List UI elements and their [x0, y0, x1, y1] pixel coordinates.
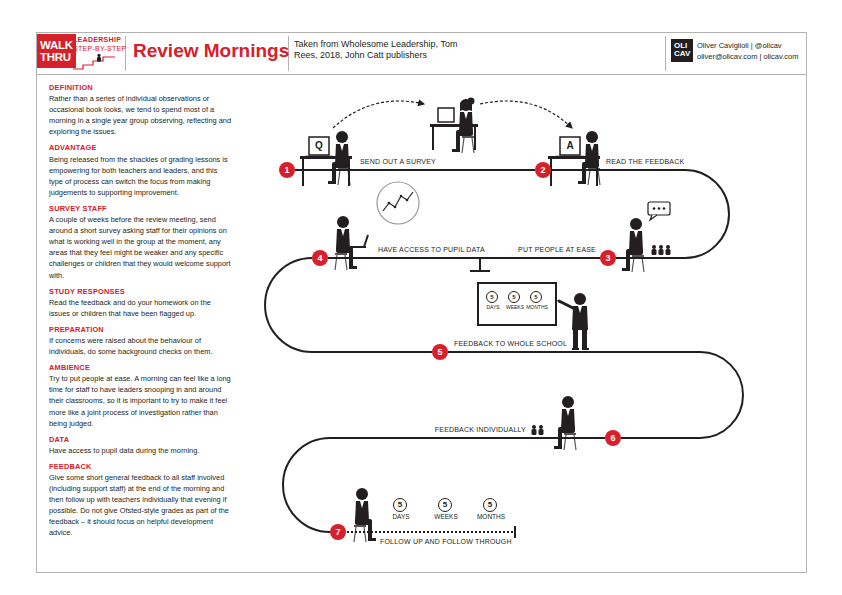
timescale-circle: 5WEEKS: [508, 291, 520, 303]
author-credit: Oliver Caviglioli | @olicav: [697, 42, 782, 50]
section-body: Have access to pupil data during the mor…: [49, 445, 233, 456]
presentation-board: [470, 259, 589, 350]
laptop-letter: A: [566, 141, 573, 151]
step-number: 4: [317, 254, 322, 263]
step-label: FEEDBACK TO WHOLE SCHOOL: [454, 340, 567, 348]
survey-sender-figure: [300, 131, 352, 186]
side-panel: DEFINITIONRather than a series of indivi…: [49, 82, 233, 539]
author-logo-box: OLI CAV: [671, 39, 693, 62]
brand-label: STEP-BY-STEP: [73, 45, 127, 53]
timescale-number: 5: [488, 501, 492, 509]
brand-label: LEADERSHIP: [73, 36, 121, 44]
section-body: Being released from the shackles of grad…: [49, 154, 233, 198]
feedback-reader-figure: [548, 131, 600, 186]
timescale-number: 5: [398, 501, 402, 509]
path-connector: [265, 258, 432, 352]
section-body: Rather than a series of individual obser…: [49, 93, 233, 137]
timescale-label: MONTHS: [526, 305, 548, 310]
section-heading: ADVANTAGE: [49, 142, 233, 153]
step-label: READ THE FEEDBACK: [606, 158, 684, 166]
follow-up-figure: [347, 488, 515, 542]
box-text: WALK THRU: [40, 39, 73, 63]
individual-feedback-figure: [532, 396, 577, 450]
section-heading: AMBIENCE: [49, 362, 233, 373]
author-credit: oliver@olicav.com | olicav.com: [697, 53, 798, 61]
laptop-letter: Q: [315, 141, 323, 151]
step-number: 2: [540, 166, 545, 175]
step-circle: 1SEND OUT A SURVEY: [279, 162, 295, 178]
section-body: Give some short general feedback to all …: [49, 472, 233, 539]
step-label: SEND OUT A SURVEY: [360, 158, 436, 166]
section-body: Read the feedback and do your homework o…: [49, 297, 233, 319]
section-heading: DATA: [49, 434, 233, 445]
title-text: Review Mornings: [133, 41, 289, 62]
easing-figure: [622, 202, 671, 272]
step-circle: 4HAVE ACCESS TO PUPIL DATA: [312, 250, 328, 266]
box-text: OLI CAV: [674, 42, 690, 59]
timescale-circle: 5MONTHS: [530, 291, 542, 303]
step-circle: 2READ THE FEEDBACK: [535, 162, 551, 178]
path-connector: [551, 170, 729, 258]
page-frame: [37, 33, 807, 573]
section-body: A couple of weeks before the review meet…: [49, 214, 233, 281]
timescale-number: 5: [443, 501, 447, 509]
section-heading: STUDY RESPONSES: [49, 286, 233, 297]
section-heading: DEFINITION: [49, 82, 233, 93]
timescale-label: WEEKS: [506, 305, 524, 310]
timescale-circle: 5MONTHS: [483, 498, 497, 512]
step-circle: 3PUT PEOPLE AT EASE: [600, 250, 616, 266]
path-connector: [283, 438, 605, 532]
step-number: 5: [437, 348, 442, 357]
timescale-label: DAYS: [486, 305, 499, 310]
timescale-label: MONTHS: [477, 514, 505, 521]
timescale-number: 5: [512, 294, 515, 300]
step-circle: 6FEEDBACK INDIVIDUALLY: [605, 430, 621, 446]
path-connector: [328, 257, 600, 259]
path-connector: [448, 352, 743, 438]
source-note: Taken from Wholesome Leadership, Tom Ree…: [294, 39, 469, 61]
timescale-label: DAYS: [392, 514, 409, 521]
step-number: 1: [284, 166, 289, 175]
timescale-circle: 5DAYS: [393, 498, 407, 512]
step-number: 3: [605, 254, 610, 263]
step-label: FOLLOW UP AND FOLLOW THROUGH: [380, 538, 512, 546]
section-body: Try to put people at ease. A morning can…: [49, 373, 233, 428]
data-viewer-figure: [335, 182, 419, 270]
step-label: FEEDBACK INDIVIDUALLY: [435, 426, 526, 434]
section-body: If concerns were raised about the behavi…: [49, 335, 233, 357]
section-heading: PREPARATION: [49, 324, 233, 335]
logo-stairs-icon: [73, 54, 115, 69]
path-connector: [295, 169, 535, 171]
timescale-number: 5: [490, 294, 493, 300]
section-heading: SURVEY STAFF: [49, 203, 233, 214]
step-circle: 7FOLLOW UP AND FOLLOW THROUGH: [330, 524, 346, 540]
timescale-label: WEEKS: [434, 514, 457, 521]
timescale-circle: 5WEEKS: [438, 498, 452, 512]
step-label: PUT PEOPLE AT EASE: [518, 246, 596, 254]
staff-member-figure: [333, 98, 572, 154]
brand-box: WALK THRU: [37, 34, 76, 68]
step-label: HAVE ACCESS TO PUPIL DATA: [378, 246, 485, 254]
timescale-number: 5: [534, 294, 537, 300]
section-heading: FEEDBACK: [49, 461, 233, 472]
timescale-circle: 5DAYS: [486, 291, 498, 303]
step-circle: 5FEEDBACK TO WHOLE SCHOOL: [432, 344, 448, 360]
step-number: 6: [610, 434, 615, 443]
step-number: 7: [335, 528, 340, 537]
